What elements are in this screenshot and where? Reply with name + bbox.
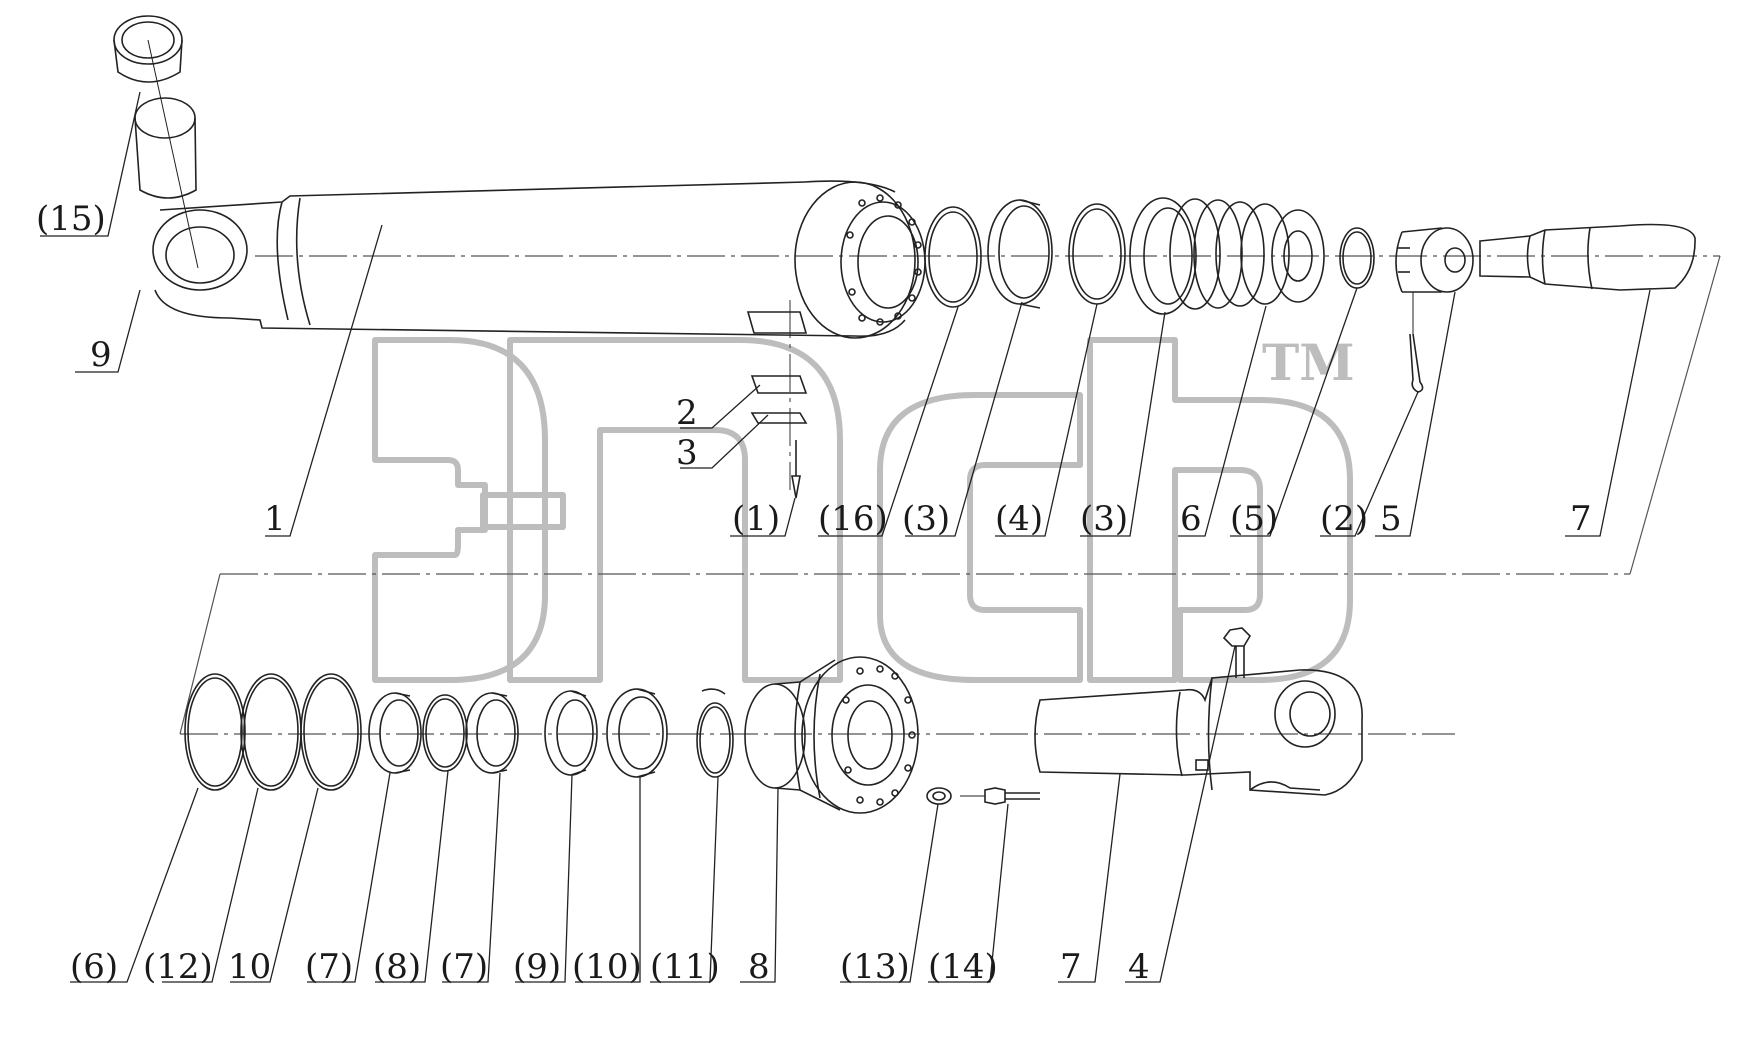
ring-9 <box>544 690 598 776</box>
watermark-letter-s <box>877 392 1083 683</box>
callout-label: (3) <box>1080 499 1128 539</box>
callout-label: 7 <box>1570 499 1592 539</box>
bushing-sleeve <box>134 97 197 199</box>
callout-label: 7 <box>1060 947 1082 987</box>
callout-label: (3) <box>902 499 950 539</box>
cotter-pin-2 <box>1409 292 1424 393</box>
cylinder-tube <box>152 180 926 339</box>
ring-10 <box>606 688 668 778</box>
callout-label: (14) <box>928 947 998 987</box>
watermark-trademark: TM <box>1262 333 1355 392</box>
callout-label: (1) <box>732 499 780 539</box>
seal-ring-16 <box>924 206 982 308</box>
callout-label: 1 <box>264 499 286 539</box>
seal-7a <box>368 692 422 774</box>
callout-label: (2) <box>1320 499 1368 539</box>
callout-label: (6) <box>70 947 118 987</box>
callout-label: (13) <box>840 947 910 987</box>
watermark-letter-e-bar <box>480 492 566 530</box>
seal-8 <box>422 694 468 772</box>
circlip-11 <box>696 688 734 778</box>
lower-assembly <box>184 627 1363 814</box>
transfer-line <box>1629 255 1721 575</box>
callout-label: 3 <box>676 433 698 473</box>
watermark-letter-e <box>372 337 548 683</box>
o-ring-5 <box>1339 227 1375 289</box>
bushing-top <box>113 15 183 83</box>
washer-13 <box>926 787 952 805</box>
callout-label: 8 <box>748 947 770 987</box>
upper-assembly <box>113 15 1696 499</box>
piston-6 <box>1129 197 1325 315</box>
callout-label: 9 <box>90 335 112 375</box>
nut-5 <box>1395 227 1474 293</box>
bolt-14 <box>960 787 1040 805</box>
callout-label: (10) <box>572 947 642 987</box>
seal-7b <box>465 692 519 774</box>
callout-label: (11) <box>650 947 720 987</box>
bushing-axis <box>147 39 199 269</box>
callout-label: 4 <box>1128 947 1150 987</box>
callout-label: 6 <box>1180 499 1202 539</box>
guide-ring-3a <box>987 199 1053 309</box>
seal-ring-4 <box>1068 203 1126 305</box>
seal-ring-12 <box>240 673 302 791</box>
callout-labels: (15) 9 1 2 3 (1) (16) (3) (4) (3) 6 (5) … <box>36 199 1592 987</box>
watermark-logo: TM <box>372 333 1355 683</box>
callout-label: 2 <box>676 393 698 433</box>
callout-label: (7) <box>305 947 353 987</box>
piston-rod-7 <box>1479 223 1696 291</box>
callout-label: (5) <box>1230 499 1278 539</box>
callout-label: (16) <box>818 499 888 539</box>
callout-label: 5 <box>1380 499 1402 539</box>
callout-label: (15) <box>36 199 106 239</box>
watermark-letter-b <box>1087 337 1353 683</box>
callout-label: (9) <box>513 947 561 987</box>
cylinder-head-8 <box>744 656 919 814</box>
callout-label: (8) <box>373 947 421 987</box>
nameplate <box>746 311 808 499</box>
callout-label: 10 <box>228 947 271 987</box>
leader-lines <box>40 91 1651 983</box>
centerlines <box>179 255 1721 735</box>
callout-label: (4) <box>995 499 1043 539</box>
seal-ring-6 <box>184 673 246 791</box>
watermark-letter-p <box>507 337 843 683</box>
callout-label: (12) <box>143 947 213 987</box>
callout-label: (7) <box>440 947 488 987</box>
guide-ring-10 <box>300 673 362 791</box>
transfer-line-left <box>179 573 221 735</box>
rod-end-4 <box>1034 627 1363 796</box>
